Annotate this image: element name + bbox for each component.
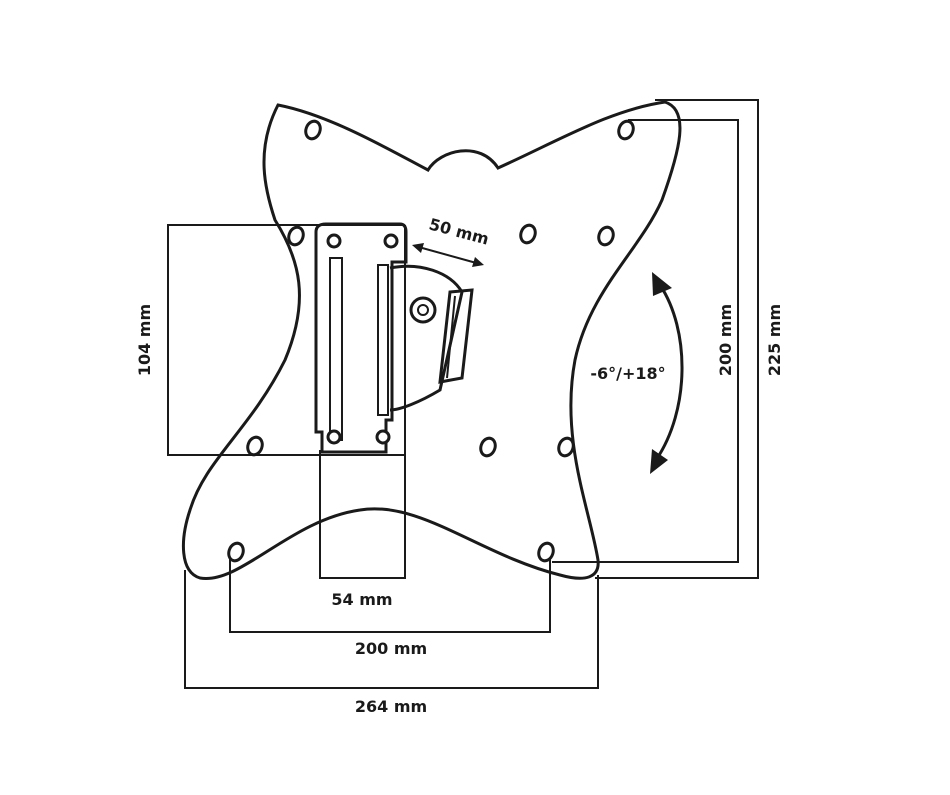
tilt-range-label: -6°/+18°: [590, 364, 665, 383]
bracket-hole: [375, 429, 391, 445]
arrowhead-up-icon: [652, 272, 672, 296]
plate-height-dimension-line: [595, 99, 759, 579]
plate-hole: [246, 435, 264, 457]
bracket-height-label: 104 mm: [135, 304, 154, 376]
arrowhead-icon: [412, 243, 424, 253]
mounting-plate-outline: [181, 100, 682, 580]
bracket-width-label: 54 mm: [331, 590, 392, 609]
vesa-vertical-label: 200 mm: [716, 304, 735, 376]
plate-hole: [287, 225, 305, 247]
bracket-hole: [326, 233, 342, 249]
wall-bracket: [314, 222, 408, 454]
plate-hole: [617, 119, 635, 141]
tilt-arc-arrow: [650, 272, 684, 474]
hinge-offset-label: 50 mm: [427, 215, 491, 249]
wall-bracket-plate: [314, 222, 408, 454]
plate-hole: [557, 436, 575, 458]
hinge-block-edge: [446, 295, 456, 379]
plate-hole: [479, 436, 497, 458]
tilt-hinge: [389, 264, 474, 412]
vesa-vertical-dimension-line: [552, 119, 739, 563]
vesa-horizontal-label: 200 mm: [355, 639, 427, 658]
wall-bracket-slot: [377, 264, 389, 416]
plate-hole: [597, 225, 615, 247]
hinge-block: [438, 288, 474, 384]
hinge-bolt-center: [417, 304, 429, 316]
plate-width-dimension-line: [184, 570, 599, 689]
dimension-lines: [167, 99, 759, 689]
plate-hole: [304, 119, 322, 141]
vesa-horizontal-dimension-line: [229, 552, 551, 633]
arrowhead-down-icon: [650, 449, 668, 474]
plate-width-label: 264 mm: [355, 697, 427, 716]
hinge-offset-arrow: [412, 243, 484, 267]
plate-hole: [537, 541, 555, 563]
plate-height-label: 225 mm: [765, 304, 784, 376]
plate-holes: [227, 119, 635, 563]
bracket-height-dimension-frame: [167, 224, 405, 456]
hinge-bolt-icon: [409, 296, 437, 324]
bracket-hole: [326, 429, 342, 445]
bracket-width-dimension-frame: [319, 225, 406, 579]
plate-hole: [519, 223, 537, 245]
plate-hole: [227, 541, 245, 563]
wall-bracket-slot: [329, 257, 343, 441]
arrowhead-icon: [472, 257, 484, 267]
bracket-hole: [383, 233, 399, 249]
